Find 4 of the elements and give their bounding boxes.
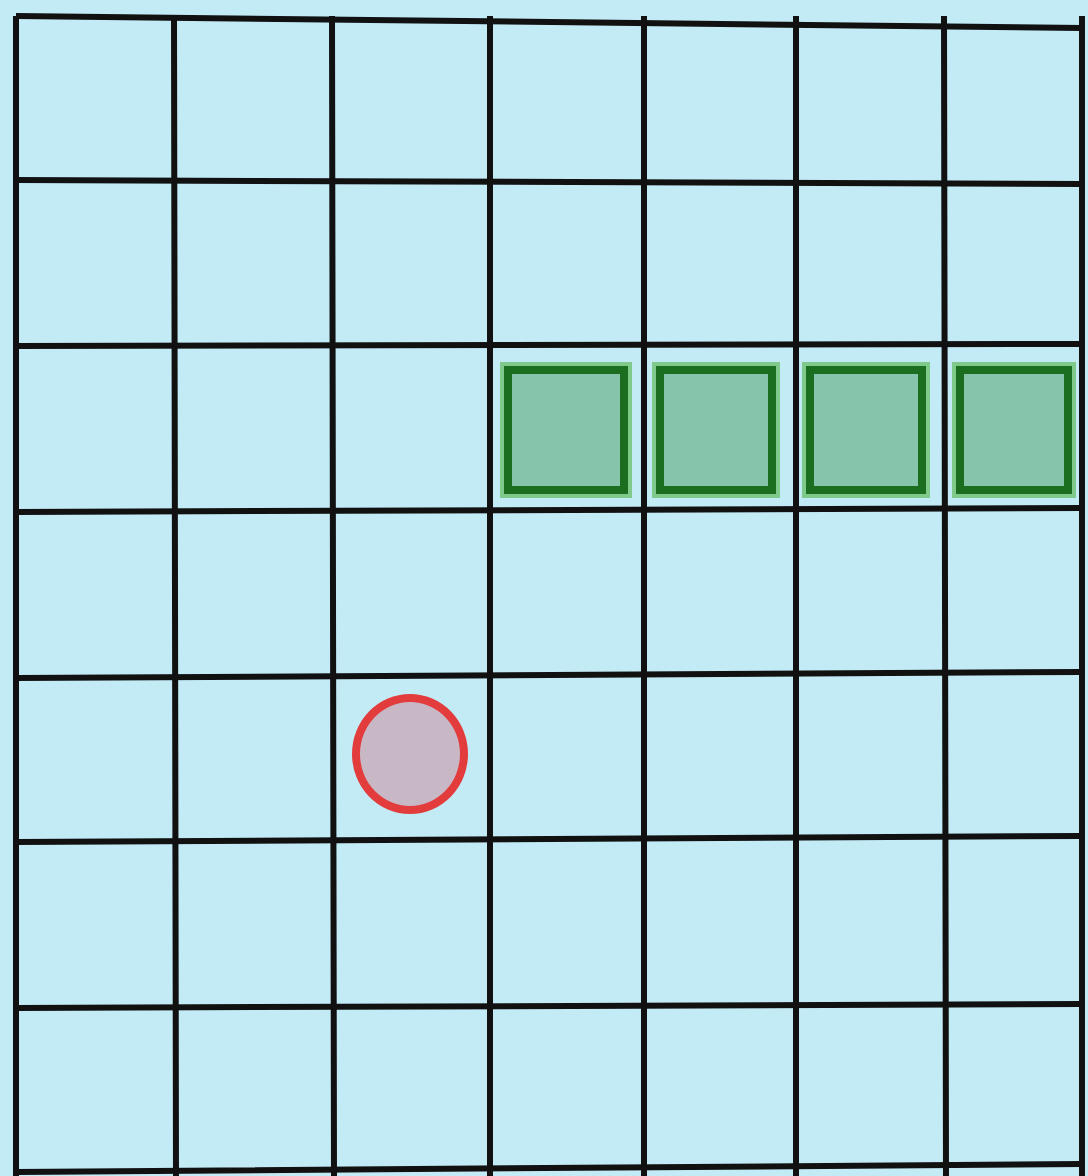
ship-square: [504, 366, 628, 494]
ship-square: [956, 366, 1072, 494]
ship-square: [656, 366, 776, 494]
ship-square: [806, 366, 926, 494]
